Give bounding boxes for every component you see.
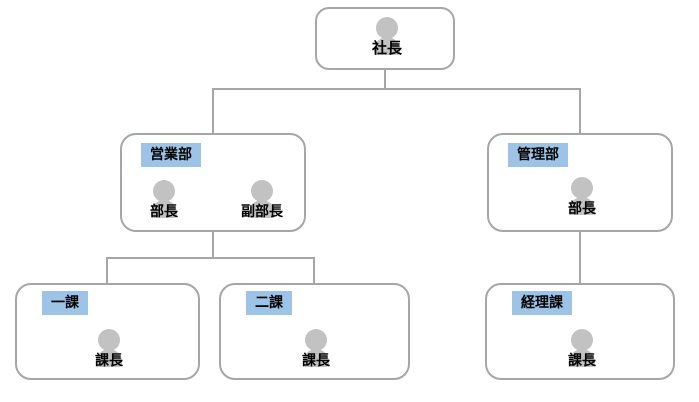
person-president: 社長 bbox=[347, 17, 427, 57]
person-body-icon bbox=[374, 37, 400, 55]
person-body-icon bbox=[303, 349, 329, 367]
connector-level3-horizontal bbox=[106, 257, 315, 259]
department-label-badge: 管理部 bbox=[508, 143, 568, 167]
person-icon bbox=[571, 329, 593, 351]
person-title: 副部長 bbox=[241, 203, 283, 219]
person-icon bbox=[571, 177, 593, 199]
section-label-badge: 二課 bbox=[246, 291, 292, 315]
person-title: 課長 bbox=[302, 352, 330, 368]
person-title: 課長 bbox=[95, 352, 123, 368]
person-icon bbox=[251, 180, 273, 202]
person-section2-chief: 課長 bbox=[276, 329, 356, 368]
connector-to-section2 bbox=[313, 257, 315, 283]
person-admin-manager: 部長 bbox=[542, 177, 622, 216]
node-admin-department: 管理部 部長 bbox=[487, 133, 673, 232]
person-sales-manager: 部長 bbox=[124, 180, 204, 219]
node-president: 社長 bbox=[315, 7, 455, 70]
connector-sales-down bbox=[212, 232, 214, 259]
person-icon bbox=[98, 329, 120, 351]
node-section1: 一課 課長 bbox=[15, 283, 200, 380]
connector-to-admin-dept bbox=[579, 88, 581, 133]
person-icon bbox=[153, 180, 175, 202]
node-section2: 二課 課長 bbox=[219, 283, 410, 380]
person-body-icon bbox=[96, 349, 122, 367]
person-title: 部長 bbox=[568, 200, 596, 216]
person-body-icon bbox=[249, 200, 275, 218]
person-title: 社長 bbox=[371, 40, 402, 57]
connector-level2-horizontal bbox=[212, 88, 581, 90]
department-label-badge: 営業部 bbox=[141, 143, 201, 167]
section-label-badge: 経理課 bbox=[512, 291, 572, 315]
person-body-icon bbox=[569, 197, 595, 215]
person-section1-chief: 課長 bbox=[69, 329, 149, 368]
node-accounting-section: 経理課 課長 bbox=[485, 283, 675, 380]
connector-president-down bbox=[384, 70, 386, 90]
connector-to-section1 bbox=[106, 257, 108, 283]
person-icon bbox=[376, 17, 398, 39]
person-icon bbox=[305, 329, 327, 351]
person-body-icon bbox=[151, 200, 177, 218]
person-sales-deputy-manager: 副部長 bbox=[222, 180, 302, 219]
node-sales-department: 営業部 部長 副部長 bbox=[120, 133, 306, 232]
connector-to-sales-dept bbox=[212, 88, 214, 133]
person-title: 部長 bbox=[150, 203, 178, 219]
connector-admin-to-accounting bbox=[579, 232, 581, 283]
person-body-icon bbox=[569, 349, 595, 367]
person-accounting-chief: 課長 bbox=[542, 329, 622, 368]
section-label-badge: 一課 bbox=[42, 291, 88, 315]
person-title: 課長 bbox=[568, 352, 596, 368]
